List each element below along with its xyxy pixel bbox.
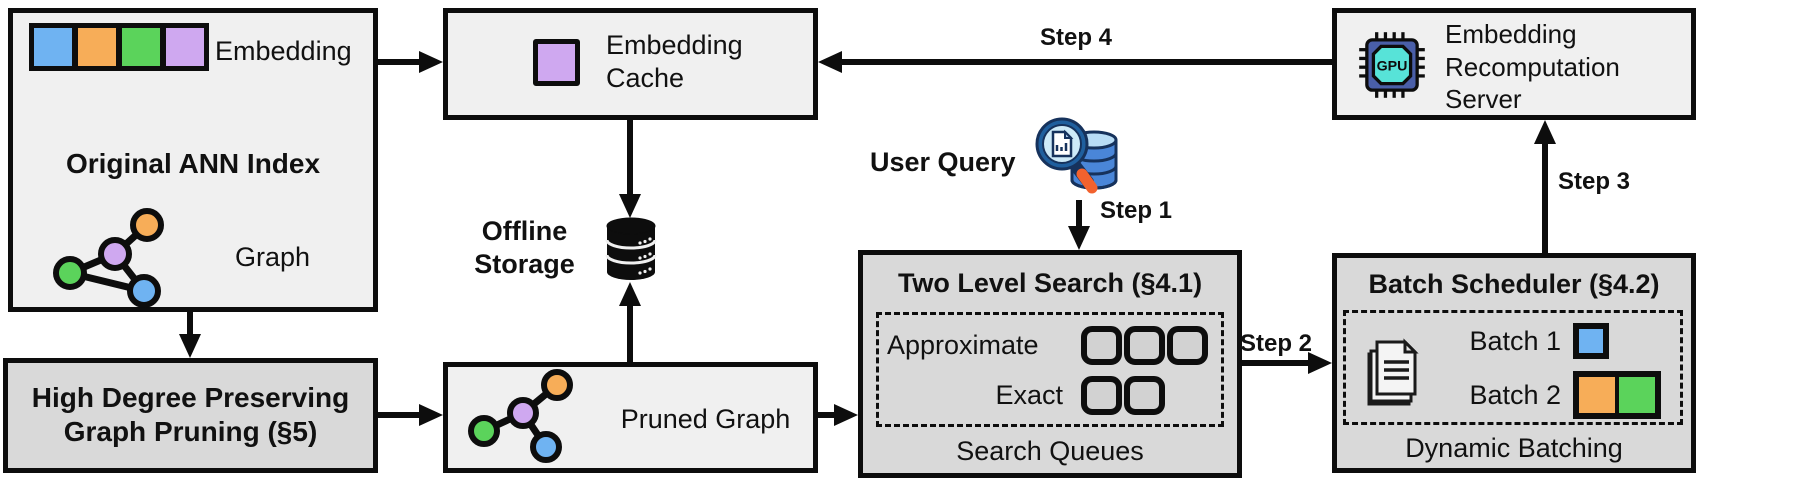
embedding-cell-purple (166, 28, 204, 66)
pruned-graph-box: Pruned Graph (443, 362, 818, 473)
batch-scheduler-title: Batch Scheduler (§4.2) (1368, 269, 1660, 299)
queue-slot (1081, 326, 1122, 365)
graph-pruning-box: High Degree Preserving Graph Pruning (§5… (3, 358, 378, 473)
arrow-index-to-cache (378, 51, 443, 73)
dynamic-batching-label: Dynamic Batching (1405, 433, 1623, 463)
queue-slot (1124, 376, 1165, 415)
queue-slot (1081, 376, 1122, 415)
queue-slot (1124, 326, 1165, 365)
queue-slot (1167, 326, 1208, 365)
embedding-cell-green (122, 28, 160, 66)
step-1-label: Step 1 (1100, 197, 1173, 224)
original-ann-index-title: Original ANN Index (65, 148, 321, 179)
recomputation-server-label: Embedding Recomputation Server (1445, 19, 1620, 114)
recomputation-server-box: GPU Embedding Recomputation Server (1332, 8, 1696, 120)
batch-1-label: Batch 1 (1469, 325, 1561, 356)
batch-2-item-green (1619, 377, 1655, 413)
cache-entry-icon (533, 39, 580, 86)
arrow-step-3 (1534, 120, 1556, 253)
approximate-label: Approximate (887, 330, 1039, 361)
embedding-vector-icon (29, 23, 209, 71)
batch-2-row: Batch 2 (1437, 370, 1673, 420)
step-2-label: Step 2 (1240, 330, 1313, 357)
batch-1-item-blue (1573, 323, 1609, 359)
exact-queue-slots (1081, 376, 1165, 415)
offline-storage-label: Offline Storage (474, 216, 575, 279)
batch-2-items (1573, 371, 1661, 419)
embedding-label: Embedding (215, 36, 352, 66)
graph-pruning-label: High Degree Preserving Graph Pruning (§5… (31, 382, 350, 448)
graph-label: Graph (235, 242, 311, 272)
embedding-cache-box: Embedding Cache (443, 8, 818, 120)
embedding-cell-blue (34, 28, 72, 66)
embedding-cache-label: Embedding Cache (606, 30, 743, 93)
magnifier-query-icon (1035, 117, 1118, 194)
gpu-chip-icon: GPU (1359, 32, 1425, 98)
pruned-graph-label: Pruned Graph (620, 404, 791, 434)
user-query-label: User Query (870, 147, 1016, 177)
gpu-chip-label: GPU (1377, 58, 1408, 74)
original-ann-index-box: Embedding Original ANN Index Graph (8, 8, 378, 312)
batch-1-row: Batch 1 (1437, 316, 1673, 366)
step-4-label: Step 4 (1040, 24, 1113, 51)
arrow-pruned-to-search (818, 404, 858, 426)
database-icon (605, 217, 657, 280)
two-level-search-title: Two Level Search (§4.1) (897, 268, 1203, 298)
arrow-step-1 (1068, 200, 1090, 250)
arrow-step-4 (818, 51, 1332, 73)
approximate-queue-slots (1081, 326, 1208, 365)
batch-2-item-orange (1579, 377, 1615, 413)
search-queues-region (876, 312, 1224, 427)
document-stack-icon (1367, 338, 1419, 406)
embedding-cell-orange (78, 28, 116, 66)
search-queues-label: Search Queues (956, 436, 1144, 466)
two-level-search-box: Two Level Search (§4.1) Approximate Exac… (858, 250, 1242, 478)
arrow-index-to-pruning (179, 312, 201, 358)
step-3-label: Step 3 (1558, 168, 1631, 195)
pruned-graph-icon (468, 369, 573, 463)
batch-2-label: Batch 2 (1469, 379, 1561, 410)
batch-scheduler-box: Batch Scheduler (§4.2) Batch 1 Batch 2 (1332, 253, 1696, 473)
arrow-pruned-to-storage (619, 282, 641, 362)
arrow-cache-to-storage (619, 120, 641, 218)
exact-queue-row: Exact (887, 373, 1213, 418)
graph-icon (53, 208, 164, 308)
approximate-queue-row: Approximate (887, 323, 1213, 368)
dynamic-batching-region (1343, 310, 1683, 425)
exact-label: Exact (995, 380, 1063, 411)
arrow-pruning-to-pruned (378, 404, 443, 426)
